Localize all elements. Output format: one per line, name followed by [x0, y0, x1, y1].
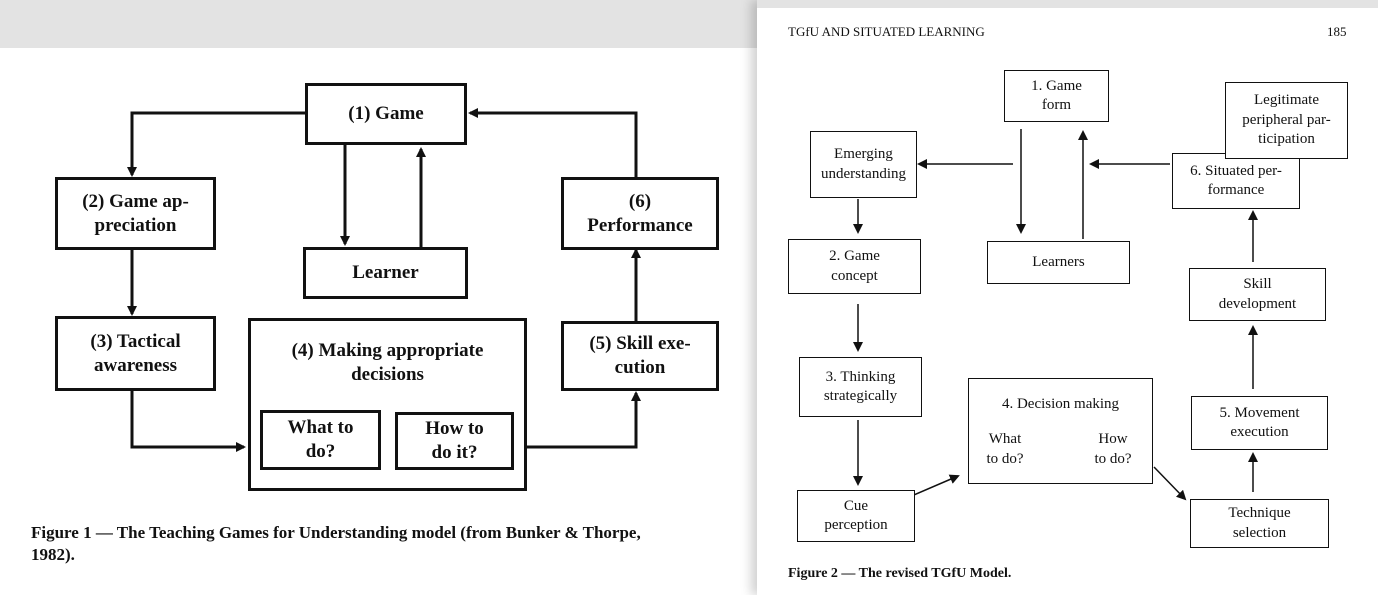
fig1-what-label: What to do? — [287, 417, 354, 462]
fig2-emerging-label: Emerging understanding — [821, 146, 906, 182]
fig1-game-label: (1) Game — [348, 103, 424, 125]
fig2-legitimate-label: Legitimate peripheral par- ticipation — [1242, 92, 1331, 148]
fig2-box-skill-dev: Skill development — [1189, 268, 1326, 321]
fig1-learner-label: Learner — [352, 262, 419, 284]
right-page: TGfU AND SITUATED LEARNING 185 — [757, 0, 1378, 595]
fig1-appreciation-label: (2) Game ap- preciation — [82, 190, 189, 236]
fig1-box-appreciation: (2) Game ap- preciation — [55, 177, 216, 250]
fig2-decision-what: What to do? — [986, 431, 1024, 467]
page-number: 185 — [1327, 24, 1347, 39]
left-page: (1) Game (2) Game ap- preciation (3) Tac… — [0, 0, 757, 564]
fig1-decisions-label: (4) Making appropriate decisions — [291, 340, 484, 385]
fig2-box-legitimate: Legitimate peripheral par- ticipation — [1225, 82, 1348, 159]
fig1-arrow-tactical-to-decisions — [130, 391, 246, 452]
fig2-situated-label: 6. Situated per- formance — [1190, 162, 1282, 199]
fig1-skill-label: (5) Skill exe- cution — [589, 333, 691, 378]
fig2-box-technique: Technique selection — [1190, 499, 1329, 548]
fig1-box-skill: (5) Skill exe- cution — [561, 321, 719, 391]
fig1-arrows — [127, 108, 641, 452]
fig2-box-cue: Cue perception — [797, 490, 915, 542]
fig2-game-form-label: 1. Game form — [1031, 77, 1082, 114]
fig1-box-how: How to do it? — [395, 412, 514, 470]
fig2-box-learners: Learners — [987, 241, 1130, 284]
fig1-box-what: What to do? — [260, 410, 381, 470]
fig1-box-learner: Learner — [303, 247, 468, 299]
fig2-movement-label: 5. Movement execution — [1219, 404, 1300, 441]
fig2-learners-label: Learners — [1032, 253, 1085, 270]
fig2-technique-label: Technique selection — [1228, 505, 1291, 541]
fig2-cue-label: Cue perception — [824, 497, 888, 534]
left-page-top-bar — [0, 0, 757, 48]
fig1-box-game: (1) Game — [305, 83, 467, 145]
fig1-arrow-game-to-appreciation — [127, 111, 305, 177]
fig1-how-label: How to do it? — [425, 418, 484, 463]
fig1-tactical-label: (3) Tactical awareness — [90, 330, 181, 376]
fig2-thinking-label: 3. Thinking strategically — [823, 368, 898, 405]
fig2-decision-title: 4. Decision making — [1001, 396, 1120, 412]
fig2-box-game-form: 1. Game form — [1004, 70, 1109, 122]
fig2-arrow-decision-to-technique — [1153, 466, 1187, 501]
fig1-box-performance: (6) Performance — [561, 177, 719, 250]
fig2-game-concept-label: 2. Game concept — [829, 248, 880, 284]
fig2-box-decision — [968, 378, 1153, 484]
fig2-box-movement: 5. Movement execution — [1191, 396, 1328, 450]
fig1-caption: Figure 1 — The Teaching Games for Unders… — [31, 523, 641, 564]
fig2-box-situated: 6. Situated per- formance — [1172, 153, 1300, 209]
right-page-top-bar — [757, 0, 1378, 8]
fig2-box-emerging: Emerging understanding — [810, 131, 917, 198]
fig2-decision-how: How to do? — [1094, 431, 1132, 467]
fig1-arrow-decisions-to-skill — [526, 391, 641, 449]
fig1-box-tactical: (3) Tactical awareness — [55, 316, 216, 391]
fig2-box-game-concept: 2. Game concept — [788, 239, 921, 294]
fig2-skill-dev-label: Skill development — [1218, 276, 1297, 312]
fig1-arrow-performance-to-game — [468, 108, 638, 177]
fig2-caption: Figure 2 — The revised TGfU Model. — [788, 566, 1012, 581]
fig2-box-thinking: 3. Thinking strategically — [799, 357, 922, 417]
running-header: TGfU AND SITUATED LEARNING — [788, 24, 985, 39]
fig1-performance-label: (6) Performance — [587, 190, 693, 236]
